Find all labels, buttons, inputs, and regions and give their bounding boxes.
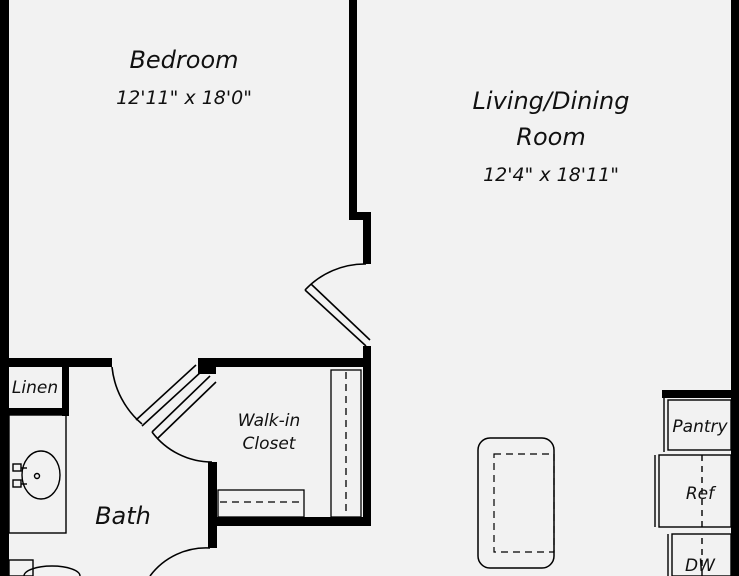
wall-linen-bottom — [0, 408, 69, 415]
kitchen-island — [477, 437, 555, 569]
bedroom-dims: 12'11" x 18'0" — [116, 87, 252, 109]
wall-closet-left — [208, 462, 217, 548]
wall-bedroom-bottom-right — [198, 358, 371, 367]
island-top — [493, 453, 555, 553]
wall-linen-right — [62, 358, 69, 416]
wall-bedroom-living-lower — [363, 346, 371, 526]
outer-wall-left — [0, 0, 9, 576]
door-bedroom-leaf-b — [310, 283, 371, 341]
door-bath-swing — [111, 366, 143, 425]
wall-bedroom-living-jog — [349, 212, 371, 220]
linen-label: Linen — [12, 378, 58, 398]
walkin-label-line2: Closet — [243, 434, 297, 454]
pantry-label: Pantry — [672, 417, 728, 437]
door-closet-swing — [151, 431, 213, 463]
living-label-line2: Room — [516, 123, 585, 151]
door-closet-leaf-b — [157, 381, 217, 439]
closet-shelving — [217, 369, 362, 518]
sink-icon — [21, 450, 61, 500]
walkin-label-line1: Walk-in — [238, 411, 301, 431]
doors — [111, 263, 371, 576]
dishwasher-box — [671, 533, 732, 576]
wall-bedroom-bottom-left — [0, 358, 112, 367]
living-dims: 12'4" x 18'11" — [483, 164, 619, 186]
wall-closet-top-stub — [198, 358, 216, 374]
door-bath-leaf-b — [141, 370, 203, 427]
bath-vanity — [8, 414, 67, 534]
door-bath-leaf-a — [135, 364, 197, 421]
wall-closet-bottom — [208, 517, 371, 526]
door-lower-swing — [149, 547, 211, 576]
pantry-box — [667, 399, 732, 451]
refrigerator-box — [658, 454, 732, 528]
door-bedroom-leaf-a — [304, 289, 367, 347]
ref-label: Ref — [686, 484, 717, 504]
wall-bedroom-living-upper — [349, 0, 357, 220]
toilet-bowl-icon — [23, 565, 81, 576]
dw-label: DW — [685, 556, 716, 576]
drain-icon — [33, 472, 41, 480]
living-label-line1: Living/Dining — [473, 87, 630, 115]
closet-shelf-bottom — [217, 489, 305, 518]
bath-label: Bath — [95, 502, 151, 530]
closet-shelf-right — [330, 369, 362, 518]
wall-bedroom-living-stub — [363, 212, 371, 264]
door-bedroom-swing — [304, 263, 367, 291]
bath-fixtures — [8, 414, 81, 576]
outer-wall-right — [731, 0, 739, 576]
wall-kitchen-top — [662, 390, 739, 398]
door-closet-leaf-a — [151, 375, 211, 433]
kitchen-appliances — [654, 398, 732, 576]
bedroom-label: Bedroom — [129, 46, 238, 74]
